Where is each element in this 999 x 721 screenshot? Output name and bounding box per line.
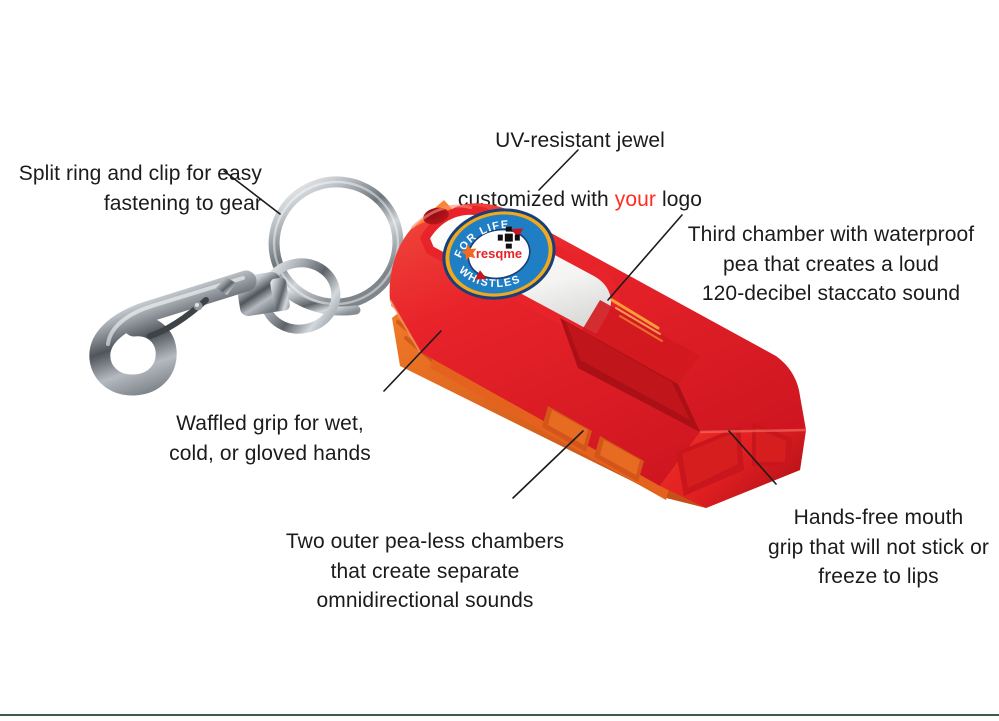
callout-mouth-grip-text: Hands-free mouth grip that will not stic… [768,505,989,589]
callout-jewel-accent-word: your [614,188,657,212]
jewel-brand-text: resqme [476,246,522,261]
callout-two-outer-chambers-text: Two outer pea-less chambers that create … [285,529,565,613]
mouth-grip-recesses [676,422,792,496]
callout-split-ring-and-clip: Split ring and clip for easy fastening t… [0,129,262,218]
callout-waffled-grip-text: Waffled grip for wet, cold, or gloved ha… [169,411,371,465]
bottom-divider [0,714,999,716]
third-chamber-cavity [560,298,700,432]
leader-two-outer-chambers [512,430,584,499]
leader-split-ring [223,170,281,215]
jewel-star-icon [460,244,477,261]
jewel-logo: WHISTLES FOR LIFE resqme [442,208,556,300]
lobster-clasp-clip [89,270,290,396]
callout-hands-free-mouth-grip: Hands-free mouth grip that will not stic… [758,473,999,592]
leader-third-chamber [607,214,683,301]
leader-mouth-grip [728,430,777,485]
callout-two-outer-chambers: Two outer pea-less chambers that create … [270,497,580,616]
callout-third-chamber: Third chamber with waterproof pea that c… [662,190,999,309]
leader-jewel [538,149,579,191]
callout-jewel-line2-after: logo [656,188,703,212]
jewel-emblem-icon [497,226,520,249]
callout-uv-resistant-jewel: UV-resistant jewel customized with your … [430,96,730,215]
leader-waffled-grip [383,330,442,392]
callout-jewel-line1: UV-resistant jewel [495,128,665,152]
callout-split-ring-text: Split ring and clip for easy fastening t… [18,161,262,215]
outer-pea-less-chambers [542,406,644,482]
callout-waffled-grip: Waffled grip for wet, cold, or gloved ha… [150,379,390,468]
split-ring [268,176,404,316]
callout-third-chamber-text: Third chamber with waterproof pea that c… [687,222,975,306]
